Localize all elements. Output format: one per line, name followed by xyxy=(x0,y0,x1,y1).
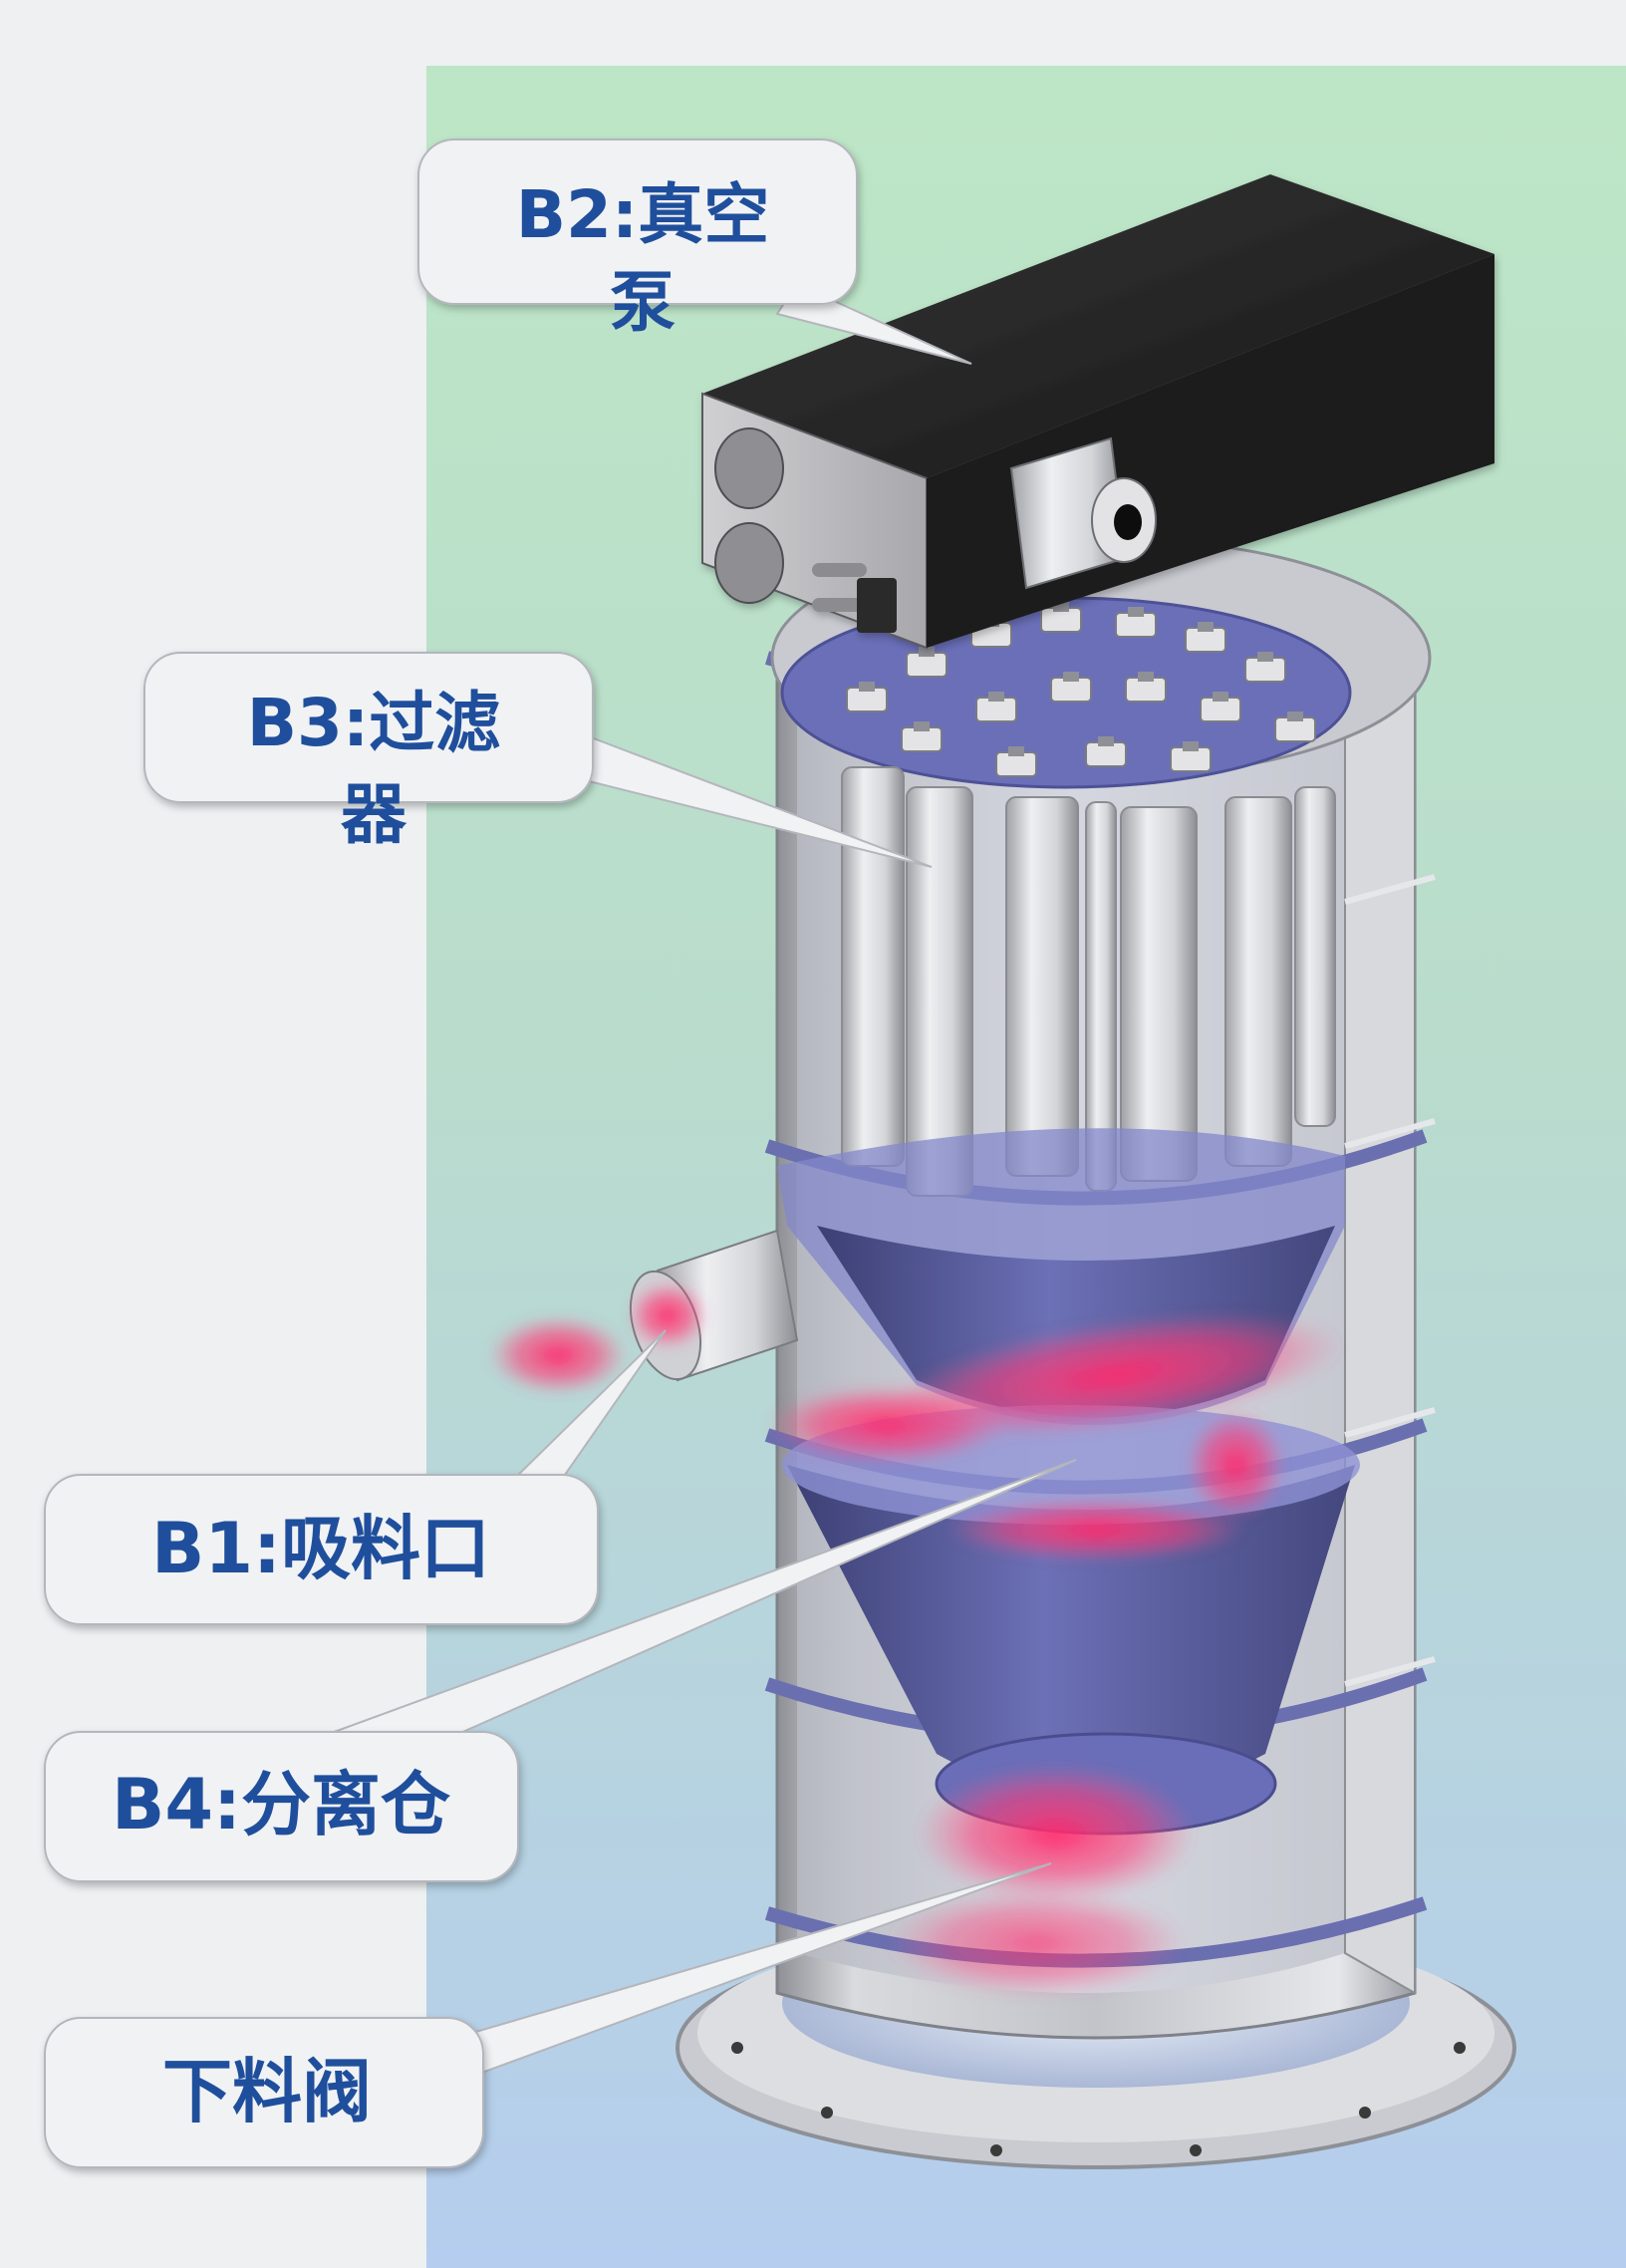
callout-suction-inlet-label: B1:吸料口 xyxy=(151,1508,490,1589)
material-particles xyxy=(488,1281,1343,1998)
callout-filter: B3:过滤 器 xyxy=(143,652,933,868)
callout-discharge-valve: 下料阀 xyxy=(44,1862,1052,2168)
callout-separation-chamber: B4:分离仓 xyxy=(44,1459,1077,1882)
callout-discharge-valve-label: 下料阀 xyxy=(162,2051,372,2132)
callout-vacuum-pump-line2: 泵 xyxy=(610,264,676,341)
pump-port-upper xyxy=(714,427,784,509)
callout-vacuum-pump: B2:真空 泵 xyxy=(417,139,972,365)
filter-cartridges xyxy=(841,766,1336,1197)
vacuum-pump-box xyxy=(701,174,1494,650)
vacuum-feeder-machine xyxy=(488,174,1516,2169)
pump-port-lower xyxy=(714,522,784,604)
callout-vacuum-pump-line1: B2:真空 xyxy=(516,176,770,253)
callout-suction-inlet: B1:吸料口 xyxy=(44,1329,667,1625)
filter-nuts xyxy=(846,602,1316,777)
callout-filter-line2: 器 xyxy=(341,776,407,853)
callout-separation-chamber-label: B4:分离仓 xyxy=(112,1764,451,1845)
pump-exhaust-fitting xyxy=(1009,436,1157,590)
callout-filter-line1: B3:过滤 xyxy=(247,685,501,761)
